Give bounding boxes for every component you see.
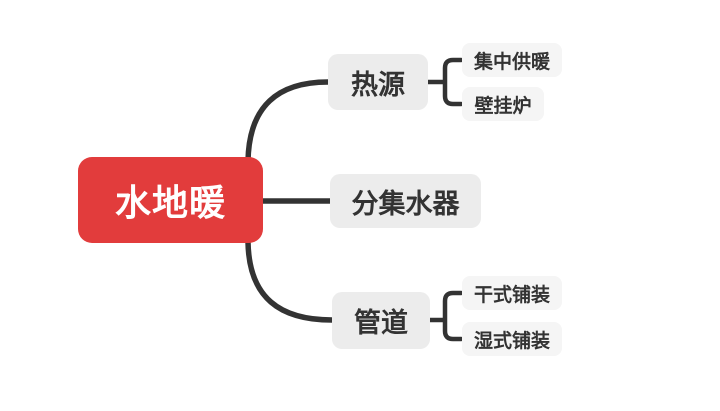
root-node-water-floor-heating[interactable]: 水地暖 xyxy=(78,157,263,243)
link-root-to-pipes xyxy=(245,239,335,323)
leaf-node-dry-installation[interactable]: 干式铺装 xyxy=(462,276,562,310)
link-root-to-heat-source xyxy=(245,79,331,164)
bracket-heat-source-children xyxy=(425,57,464,107)
branch-node-heat-source[interactable]: 热源 xyxy=(328,54,428,110)
leaf-node-central-heating[interactable]: 集中供暖 xyxy=(462,43,562,77)
leaf-node-wall-hung-boiler[interactable]: 壁挂炉 xyxy=(462,87,544,121)
leaf-node-wet-installation[interactable]: 湿式铺装 xyxy=(462,322,562,356)
branch-node-manifold[interactable]: 分集水器 xyxy=(330,174,481,228)
bracket-pipes-children xyxy=(427,290,464,342)
branch-node-pipes[interactable]: 管道 xyxy=(332,292,430,349)
